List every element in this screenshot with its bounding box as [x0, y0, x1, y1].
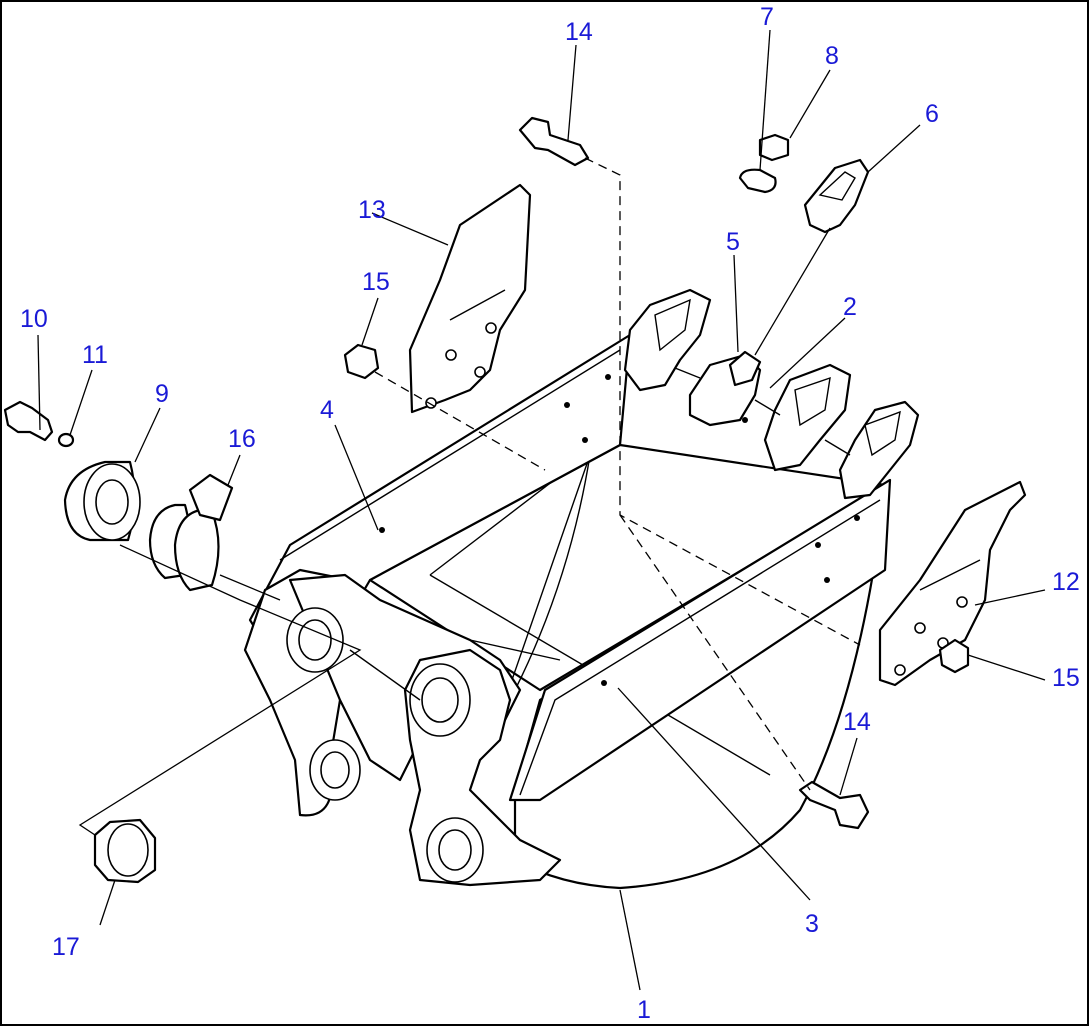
pin-part-7: [738, 168, 777, 194]
side-cutter-part-13: [408, 183, 532, 414]
bolt-part-10: [3, 400, 54, 442]
callout-7: 7: [760, 3, 774, 31]
callout-8: 8: [825, 42, 839, 70]
callout-16: 16: [228, 425, 256, 453]
bolt-part-14-right: [798, 780, 870, 830]
nut-part-15-right: [938, 638, 970, 674]
washer-part-11: [57, 432, 75, 448]
callout-1: 1: [637, 996, 651, 1024]
shim-part-16-tab: [188, 473, 234, 522]
nut-part-15-left: [343, 343, 380, 380]
shim-part-16b: [173, 508, 220, 592]
callout-11: 11: [82, 341, 108, 369]
tooth-point-part-6: [803, 158, 870, 234]
callout-9: 9: [155, 380, 169, 408]
tooth-adapters-part-2-5: [623, 288, 920, 500]
callout-5: 5: [726, 228, 740, 256]
bucket-body-part-1: [243, 333, 892, 890]
callout-14-top: 14: [565, 18, 593, 46]
lock-part-8: [758, 133, 790, 162]
side-cutter-part-12: [878, 480, 1027, 687]
callout-10: 10: [20, 305, 48, 333]
callout-4: 4: [320, 396, 334, 424]
callout-15-right: 15: [1052, 664, 1080, 692]
bolt-part-14-top: [518, 116, 590, 167]
callout-2: 2: [843, 293, 857, 321]
callout-3: 3: [805, 910, 819, 938]
callout-14-bottom: 14: [843, 708, 871, 736]
callout-12: 12: [1052, 568, 1080, 596]
callout-15-left: 15: [362, 268, 390, 296]
callout-13: 13: [358, 196, 386, 224]
callout-17: 17: [52, 933, 80, 961]
callout-6: 6: [925, 100, 939, 128]
